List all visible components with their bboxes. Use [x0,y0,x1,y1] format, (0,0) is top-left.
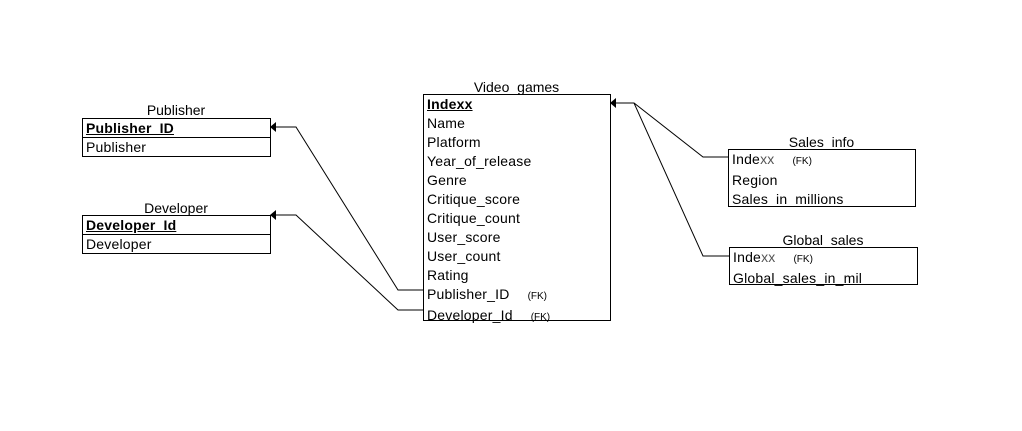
fk-tag: (FK) [530,312,551,323]
developer-title: Developer [144,200,208,216]
sales-info-field: Sales_in_millions [732,191,844,207]
fk-field-name: Inde [732,151,761,167]
global-sales-field: Global_sales_in_mil [733,270,863,286]
global-sales-fk: Indexx (FK) [730,248,917,269]
fk-field-name: Developer_Id [427,307,513,323]
video-games-pk: Indexx [427,96,473,112]
publisher-entity[interactable]: Publisher_ID Publisher [82,118,271,157]
video-games-field: User_score [427,229,501,245]
link-global-sales [633,102,729,257]
arrow-video-games [610,98,616,108]
video-games-fk-developer: Developer_Id (FK) [424,306,610,327]
fk-field-name-tail: xx [760,151,775,167]
fk-tag: (FK) [792,156,812,167]
global-sales-entity[interactable]: Indexx (FK) Global_sales_in_mil [729,247,918,286]
link-publisher [271,126,425,291]
video-games-field: Critique_score [427,191,521,207]
video-games-field: Critique_count [427,210,521,226]
sales-info-title: Sales_info [788,134,855,150]
video-games-field: Year_of_release [427,153,532,169]
sales-info-fk: Indexx (FK) [729,150,915,171]
video-games-fk-publisher: Publisher_ID (FK) [424,285,610,306]
publisher-title: Publisher [146,102,206,118]
video-games-title: Video_games [473,79,560,95]
sales-info-field: Region [732,172,778,188]
developer-field: Developer [86,236,152,252]
video-games-field: Genre [427,172,467,188]
developer-entity[interactable]: Developer_Id Developer [82,215,271,254]
fk-tag: (FK) [793,254,813,265]
developer-pk: Developer_Id [83,216,270,235]
link-sales-info [611,102,729,158]
arrow-developer [270,210,276,220]
link-developer [271,214,425,311]
fk-field-name: Publisher_ID [427,286,510,302]
publisher-field: Publisher [86,139,147,155]
arrow-publisher [270,122,276,132]
publisher-pk: Publisher_ID [83,119,270,138]
video-games-field: User_count [427,248,501,264]
global-sales-title: Global_sales [782,232,864,248]
video-games-field: Platform [427,134,481,150]
fk-field-name-tail: xx [761,249,776,265]
video-games-field: Rating [427,267,469,283]
fk-tag: (FK) [527,291,548,302]
sales-info-entity[interactable]: Indexx (FK) Region Sales_in_millions [728,149,916,207]
fk-field-name: Inde [733,249,762,265]
video-games-field: Name [427,115,466,131]
